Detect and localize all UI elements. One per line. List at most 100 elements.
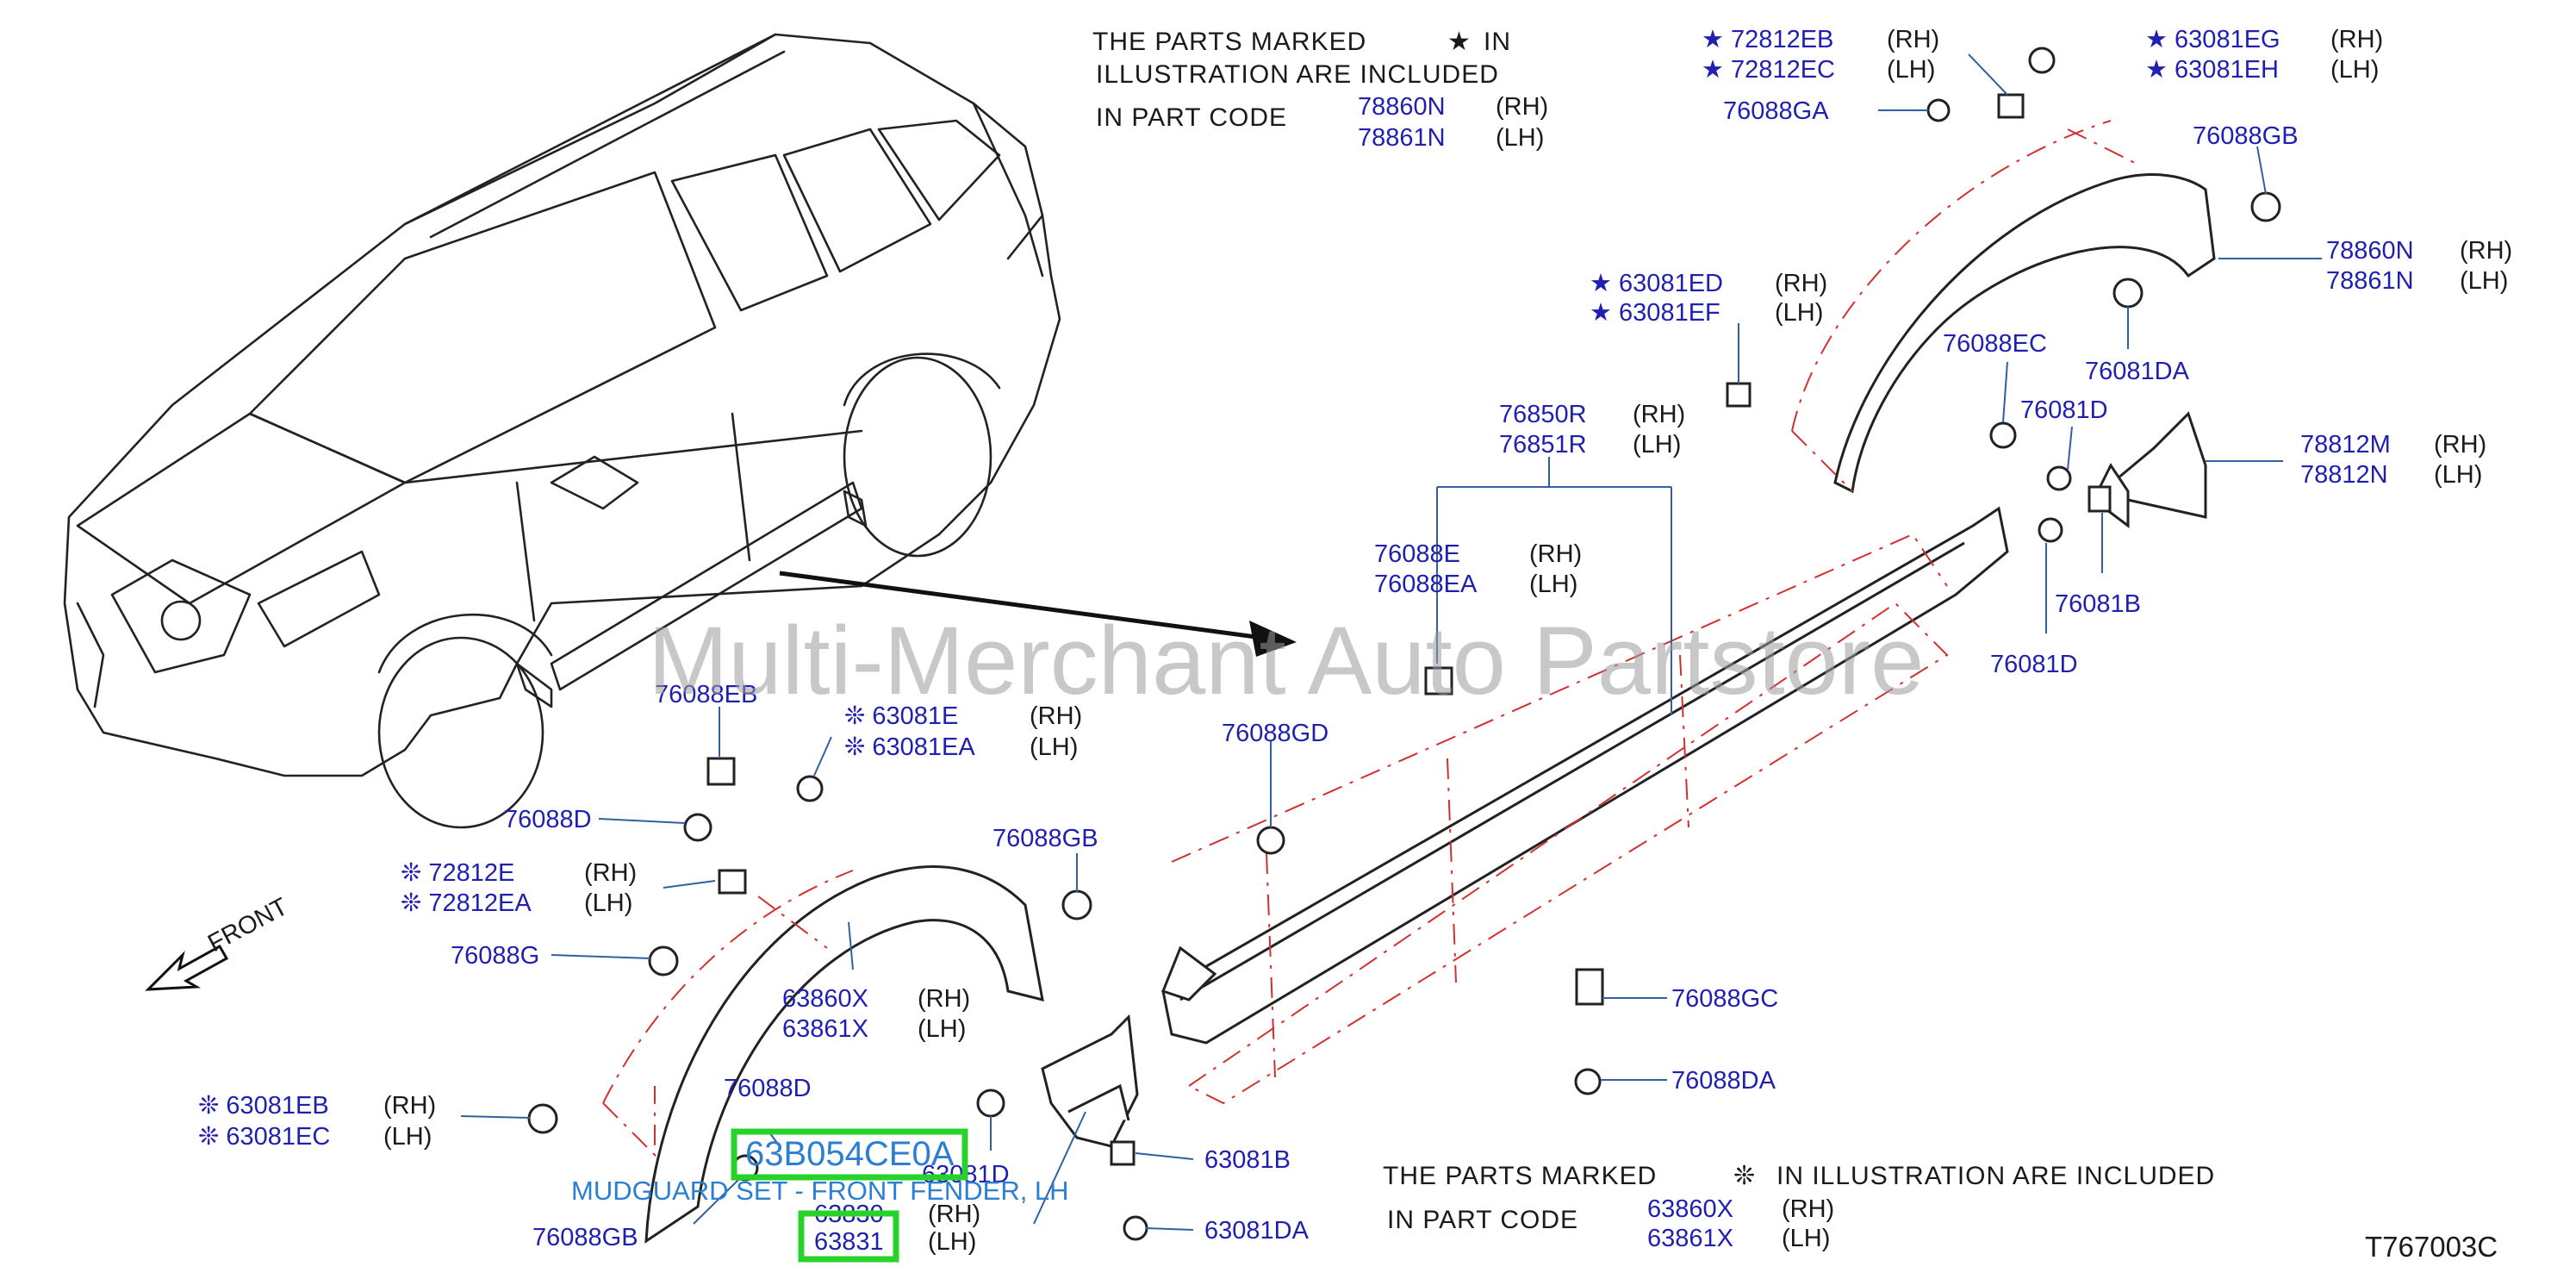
side-lh: (LH) — [918, 1015, 966, 1043]
side-lh: (LH) — [2434, 461, 2482, 489]
label-63081e[interactable]: ❊ 63081E — [844, 702, 958, 730]
diagram-code: T767003C — [2365, 1231, 2498, 1263]
clip-76088e — [1424, 666, 1453, 696]
label-63081ef[interactable]: ★ 63081EF — [1590, 299, 1720, 327]
label-76088gb-top[interactable]: 76088GB — [2193, 122, 2299, 150]
screw-76081d-b — [2038, 517, 2063, 543]
label-76088gb-bot[interactable]: 76088GB — [532, 1224, 638, 1251]
clip-76088gb-top — [2250, 191, 2281, 222]
label-72812eb[interactable]: ★ 72812EB — [1702, 26, 1833, 53]
screw-76081d-a — [2046, 465, 2072, 491]
clip-63081e — [796, 775, 824, 802]
clip-76088gc — [1575, 968, 1604, 1006]
label-76088ec[interactable]: 76088EC — [1943, 330, 2047, 358]
clip-72812e — [718, 869, 747, 895]
highlight-part-code[interactable]: 63B054CE0A — [745, 1135, 955, 1173]
note-top-code-rh: 78860N — [1358, 93, 1446, 121]
note-bottom-symbol: ❊ — [1733, 1162, 1756, 1190]
note-bottom-rest: IN ILLUSTRATION ARE INCLUDED — [1776, 1162, 2215, 1190]
label-78861n[interactable]: 78861N — [2326, 267, 2414, 295]
side-rh: (RH) — [1529, 540, 1582, 568]
label-76088ea[interactable]: 76088EA — [1374, 571, 1478, 598]
label-76088gb-mid[interactable]: 76088GB — [992, 825, 1098, 852]
label-63081ea[interactable]: ❊ 63081EA — [844, 733, 975, 761]
label-63860x[interactable]: 63860X — [782, 985, 868, 1013]
label-63081eb[interactable]: ❊ 63081EB — [198, 1092, 329, 1120]
label-63081eg[interactable]: ★ 63081EG — [2145, 26, 2280, 53]
label-76088d-a[interactable]: 76088D — [504, 806, 592, 833]
side-rh: (RH) — [1633, 401, 1685, 428]
highlight-box-code — [731, 1128, 968, 1181]
label-78812n[interactable]: 78812N — [2300, 461, 2388, 489]
label-76088gc[interactable]: 76088GC — [1671, 985, 1778, 1013]
note-bottom-code-rh: 63860X — [1647, 1195, 1733, 1223]
label-63861x[interactable]: 63861X — [782, 1015, 868, 1043]
side-lh: (LH) — [2330, 56, 2379, 84]
clip-76088eb — [706, 757, 736, 786]
side-lh: (LH) — [928, 1228, 976, 1256]
label-76088da[interactable]: 76088DA — [1671, 1067, 1776, 1095]
label-63081b[interactable]: 63081B — [1204, 1146, 1291, 1174]
note-top-side-rh: (RH) — [1496, 93, 1548, 121]
label-72812ea[interactable]: ❊ 72812EA — [401, 889, 532, 917]
label-76850r[interactable]: 76850R — [1499, 401, 1587, 428]
side-lh: (LH) — [1887, 56, 1935, 84]
note-top-code-lh: 78861N — [1358, 124, 1446, 152]
front-mudguard — [1041, 1014, 1139, 1148]
label-72812e[interactable]: ❊ 72812E — [401, 859, 514, 887]
screw-63081da — [1123, 1215, 1148, 1241]
label-78860n[interactable]: 78860N — [2326, 237, 2414, 265]
label-76081da[interactable]: 76081DA — [2085, 358, 2190, 385]
label-63081eh[interactable]: ★ 63081EH — [2145, 56, 2279, 84]
side-rh: (RH) — [2330, 26, 2383, 53]
side-rh: (RH) — [918, 985, 970, 1013]
side-lh: (LH) — [1030, 733, 1078, 761]
bolt-76088da — [1574, 1068, 1602, 1095]
detail-arrow — [779, 571, 1297, 657]
screw-76081da — [2112, 278, 2144, 309]
note-top: THE PARTS MARKED ★ IN ILLUSTRATION ARE I… — [1092, 28, 1548, 152]
side-rh: (RH) — [1775, 270, 1827, 297]
label-76088g[interactable]: 76088G — [451, 942, 539, 970]
note-bottom: THE PARTS MARKED ❊ IN ILLUSTRATION ARE I… — [1383, 1162, 2215, 1252]
screw-76088ec — [1989, 421, 2017, 449]
label-78812m[interactable]: 78812M — [2300, 431, 2391, 459]
note-top-symbol: ★ — [1447, 28, 1472, 56]
selected-part-highlight: 63B054CE0A MUDGUARD SET - FRONT FENDER, … — [571, 1128, 1069, 1263]
label-76851r[interactable]: 76851R — [1499, 431, 1587, 459]
side-rh: (RH) — [928, 1201, 980, 1228]
highlight-caption[interactable]: MUDGUARD SET - FRONT FENDER, LH — [571, 1176, 1069, 1206]
label-63831[interactable]: 63831 — [814, 1228, 884, 1256]
label-76081d-a[interactable]: 76081D — [2020, 396, 2108, 424]
fasteners — [527, 47, 2281, 1241]
label-76088gd[interactable]: 76088GD — [1222, 720, 1328, 747]
leader-lines — [460, 53, 2322, 1231]
label-76081d-b[interactable]: 76081D — [1990, 651, 2078, 678]
note-top-line1: THE PARTS MARKED — [1092, 28, 1366, 56]
note-top-line2: ILLUSTRATION ARE INCLUDED — [1096, 60, 1499, 89]
front-label: FRONT — [203, 893, 292, 958]
side-rh: (RH) — [584, 859, 637, 887]
clip-76081b — [2088, 485, 2112, 513]
side-lh: (LH) — [1529, 571, 1577, 598]
label-76088eb[interactable]: 76088EB — [655, 681, 757, 708]
label-63081ed[interactable]: ★ 63081ED — [1590, 270, 1723, 297]
watermark: Multi-Merchant Auto Partstore — [648, 607, 1924, 714]
label-76088ga[interactable]: 76088GA — [1723, 97, 1829, 125]
screw-76088d — [683, 813, 712, 842]
side-lh: (LH) — [1633, 431, 1681, 459]
front-fender-flare — [602, 865, 1044, 1244]
label-63081da[interactable]: 63081DA — [1204, 1217, 1310, 1245]
side-rh: (RH) — [2460, 237, 2512, 265]
label-76088d-b[interactable]: 76088D — [724, 1075, 812, 1102]
label-72812ec[interactable]: ★ 72812EC — [1702, 56, 1835, 84]
part-labels: ★ 72812EB (RH) ★ 72812EC (LH) ★ 63081EG … — [198, 26, 2512, 1256]
side-lh: (LH) — [2460, 267, 2508, 295]
front-direction-indicator: FRONT — [145, 893, 293, 991]
label-76081b[interactable]: 76081B — [2055, 590, 2141, 618]
label-63081ec[interactable]: ❊ 63081EC — [198, 1123, 330, 1151]
side-lh: (LH) — [584, 889, 632, 917]
label-76088e[interactable]: 76088E — [1374, 540, 1460, 568]
note-bottom-line2: IN PART CODE — [1387, 1206, 1578, 1234]
